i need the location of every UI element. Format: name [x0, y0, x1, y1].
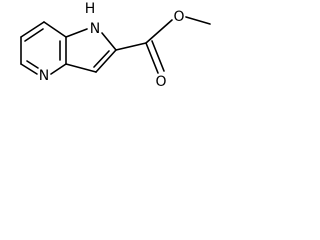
bond-c7a-c7	[43, 21, 67, 38]
molecule-drawing: H N N O O	[20, 1, 211, 90]
bond-oester-methyl	[185, 16, 211, 25]
structure-diagram: H N N O O	[0, 0, 238, 100]
bond-c7-c6	[20, 21, 45, 38]
bond-n1-c2	[101, 32, 117, 51]
bond-c2-ccarbonyl	[115, 42, 147, 51]
atom-o-carbonyl-label: O	[155, 74, 166, 90]
bond-ccarbonyl-ocarbonyl	[145, 42, 159, 74]
bond-c5-n4-inner	[26, 60, 39, 69]
bond-n4-c3a	[50, 63, 67, 75]
bond-c5-n4	[20, 63, 38, 75]
bond-c3-c3a	[65, 63, 97, 73]
bond-ccarbonyl-ocarbonyl-double	[151, 40, 165, 72]
bond-c7-c6-inner	[24, 28, 44, 42]
bond-c7a-n1	[65, 28, 88, 38]
atom-o-ester-label: O	[173, 9, 184, 25]
bond-ccarbonyl-oester	[145, 19, 173, 44]
atom-n-pyrrole-label: N	[90, 21, 100, 37]
atom-h-label: H	[85, 1, 96, 17]
bond-c2-c3-inner	[93, 50, 110, 68]
bond-c2-c3	[95, 49, 117, 73]
atom-n-pyridine-label: N	[39, 68, 49, 84]
